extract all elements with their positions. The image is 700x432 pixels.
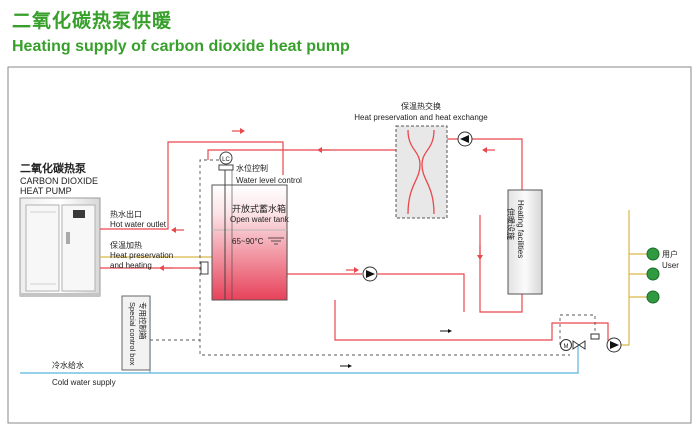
heat-pump-label-en-1: CARBON DIOXIDE	[20, 176, 98, 186]
flow-arrows	[159, 128, 495, 368]
level-symbol: LC	[222, 157, 230, 163]
cold-water-pipes	[20, 296, 579, 374]
heat-pump-unit	[19, 197, 101, 297]
tank-temperature: 65~90°C	[232, 237, 264, 246]
hot-outlet-label-en: Hot water outlet	[110, 220, 167, 229]
cold-supply-label-cn: 冷水给水	[52, 360, 84, 370]
water-level-icon	[268, 237, 284, 245]
tank-label-en: Open water tank	[230, 215, 290, 224]
exchange-label-en: Heat preservation and heat exchange	[354, 113, 488, 122]
heat-pump-label-en-2: HEAT PUMP	[20, 186, 72, 196]
facilities-label-en: Heating facilities	[516, 200, 525, 258]
circulation-pump-2	[457, 131, 473, 147]
heat-exchanger	[395, 125, 448, 219]
mix-symbol: M	[564, 344, 569, 350]
title-en: Heating supply of carbon dioxide heat pu…	[12, 38, 350, 55]
user-label-cn: 用户	[662, 249, 678, 259]
preservation-label-cn: 保温加热	[110, 240, 142, 250]
special-control-box	[121, 295, 151, 371]
open-water-tank	[200, 164, 288, 301]
exchange-label-cn: 保温热交换	[401, 101, 441, 111]
mixing-valve: M	[560, 333, 600, 351]
level-control-label-cn: 水位控制	[236, 163, 268, 173]
control-wires	[150, 159, 596, 356]
control-box-label-cn: 专用控制箱	[138, 302, 148, 340]
user-label-en: User	[662, 261, 679, 270]
level-control-label-en: Water level control	[236, 176, 302, 185]
control-box-label-en: Special control box	[128, 302, 137, 366]
hot-outlet-label-cn: 热水出口	[110, 209, 142, 219]
circulation-pump-3	[606, 337, 622, 353]
user-endpoint-2	[646, 267, 660, 281]
facilities-label-cn: 供暖设施	[506, 208, 516, 240]
cold-supply-label-en: Cold water supply	[52, 378, 116, 387]
diagram-frame	[7, 66, 692, 424]
circulation-pump-1	[362, 266, 378, 282]
user-endpoint-1	[646, 247, 660, 261]
level-control-sensor: LC	[219, 151, 233, 165]
preservation-label-en-2: and heating	[110, 261, 152, 270]
user-endpoint-3	[646, 290, 660, 304]
heating-facilities	[507, 189, 543, 295]
heat-pump-label-cn: 二氧化碳热泵	[20, 161, 86, 175]
preservation-label-en-1: Heat preservation	[110, 251, 173, 260]
tank-label-cn: 开放式蓄水箱	[232, 203, 286, 215]
title-cn: 二氧化碳热泵供暖	[12, 10, 173, 32]
